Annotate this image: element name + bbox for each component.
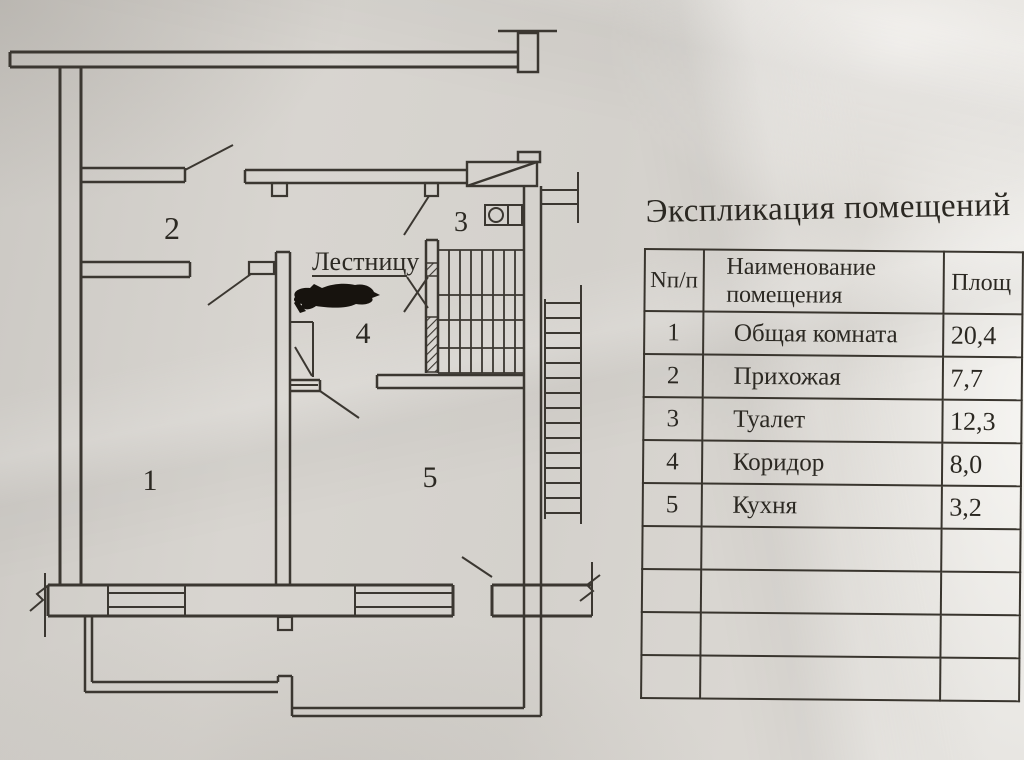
table-empty-row xyxy=(641,654,1020,702)
plan-labels: 2 3 4 1 5 Лестницу xyxy=(143,207,469,497)
table-title: Экспликация помещений xyxy=(645,187,1011,231)
header-num: Nп/п xyxy=(644,249,704,312)
marker-redaction xyxy=(293,283,380,313)
room-label-1: 1 xyxy=(143,464,158,497)
room-label-3: 3 xyxy=(454,207,468,238)
empty-cell xyxy=(940,614,1020,659)
vent-block xyxy=(465,160,539,188)
cell-area: 7,7 xyxy=(942,356,1023,401)
interior-walls xyxy=(81,166,543,718)
header-area: Площ xyxy=(943,251,1023,315)
cell-num: 3 xyxy=(643,397,703,441)
empty-cell xyxy=(641,654,701,699)
explication-section: Экспликация помещений Nп/п Наименование … xyxy=(641,187,1024,702)
table-empty-row xyxy=(642,525,1021,573)
cell-name: Туалет xyxy=(701,397,943,443)
toilet-box xyxy=(484,204,523,226)
empty-cell xyxy=(700,612,941,658)
cell-num: 5 xyxy=(642,482,702,527)
wall-piers xyxy=(247,181,440,632)
cell-num: 1 xyxy=(644,311,704,355)
header-name: Наименование помещения xyxy=(703,249,944,314)
ladder-icon xyxy=(544,285,582,524)
empty-cell xyxy=(641,611,701,656)
empty-cell xyxy=(642,525,702,570)
empty-cell xyxy=(700,569,941,615)
table-empty-row xyxy=(641,611,1020,659)
cell-num: 2 xyxy=(643,354,703,398)
cell-name: Кухня xyxy=(701,483,942,529)
doors-and-windows xyxy=(29,144,601,637)
empty-cell xyxy=(641,568,701,613)
empty-cell xyxy=(940,571,1021,616)
cell-area: 12,3 xyxy=(941,399,1022,444)
empty-cell xyxy=(699,655,941,701)
hatched-wall-section xyxy=(425,316,439,373)
cell-name: Прихожая xyxy=(702,354,943,400)
table-header-row: Nп/п Наименование помещения Площ xyxy=(644,249,1023,315)
room-label-4: 4 xyxy=(356,317,371,350)
cell-num: 4 xyxy=(642,440,702,484)
staircase xyxy=(438,249,524,374)
cell-name: Коридор xyxy=(701,440,942,486)
cell-area: 20,4 xyxy=(942,313,1023,358)
empty-cell xyxy=(940,528,1021,573)
cell-area: 3,2 xyxy=(941,485,1021,530)
empty-cell xyxy=(939,657,1020,702)
hatched-wall-section-small xyxy=(425,262,439,277)
empty-cell xyxy=(700,526,942,572)
room-label-2: 2 xyxy=(164,210,180,246)
stair-label: Лестницу xyxy=(312,247,419,276)
room-label-5: 5 xyxy=(423,461,438,494)
table-empty-row xyxy=(641,568,1021,616)
cell-name: Общая комната xyxy=(702,311,944,357)
toilet-icon xyxy=(488,207,504,223)
cell-area: 8,0 xyxy=(941,442,1022,487)
floor-plan: 2 3 4 1 5 Лестницу xyxy=(8,29,601,718)
